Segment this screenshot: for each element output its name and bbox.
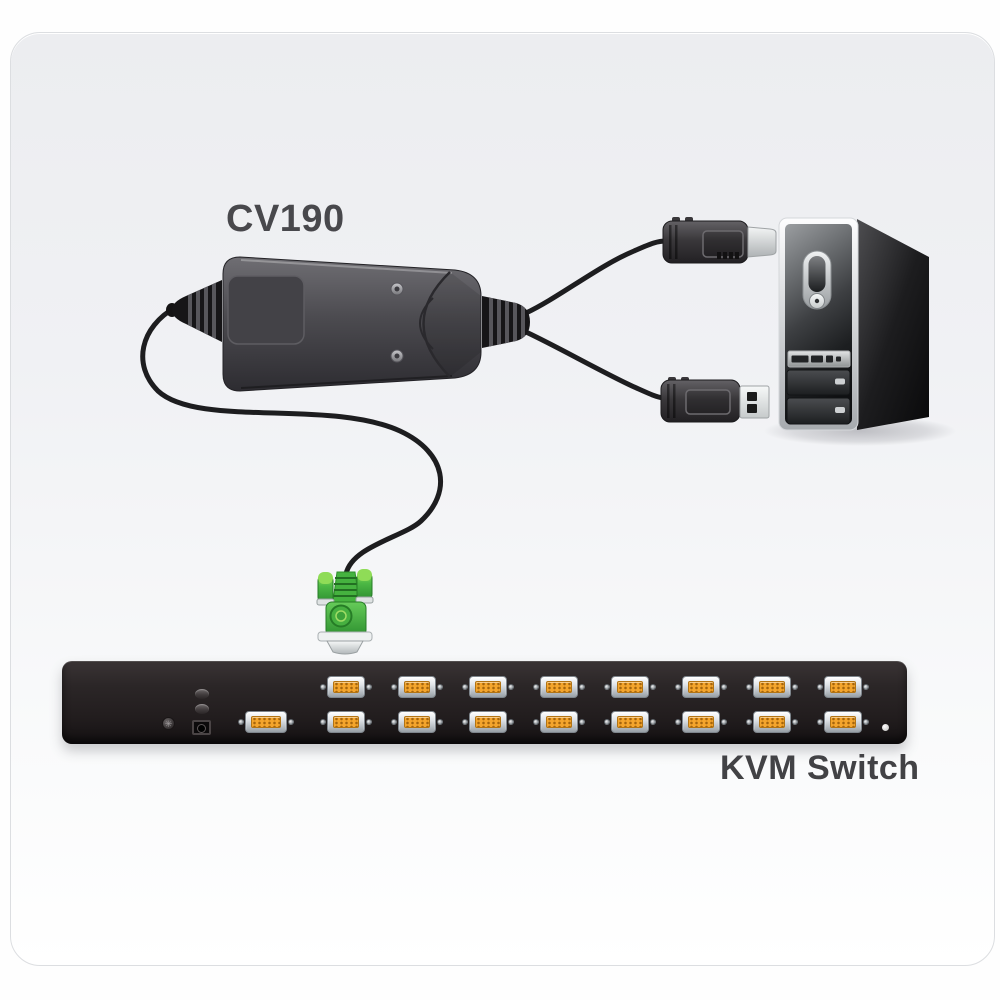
usb-connector-top (662, 217, 777, 264)
strain-relief-left (188, 282, 216, 342)
vga-port (462, 675, 514, 699)
kvm-switch-panel: ✳ (62, 661, 907, 744)
vga-port (391, 710, 443, 734)
vga-port (320, 710, 372, 734)
vga-metal-shell (326, 640, 364, 655)
pc-side-panel (857, 219, 929, 430)
vga-port (817, 710, 869, 734)
vga-port (817, 675, 869, 699)
vga-port (533, 675, 585, 699)
usb-metal-tip (747, 226, 777, 258)
cv190-adapter (166, 256, 530, 392)
kvm-oval-button-top (195, 689, 209, 699)
usb-connector-bottom (660, 377, 770, 423)
cable-to-usb-top (523, 238, 669, 316)
strain-relief-right (489, 298, 525, 348)
adapter-model-label: CV190 (226, 198, 345, 240)
pc-tower (764, 217, 956, 446)
adapter-screw-bottom (390, 349, 404, 363)
adapter-recess-panel (227, 275, 305, 345)
vga-metal-flange (317, 631, 373, 642)
pc-drive-bay-1 (786, 369, 851, 396)
vga-port (533, 710, 585, 734)
usb-metal-tip (739, 385, 770, 419)
kvm-power-jack (192, 720, 211, 735)
kvm-switch-label: KVM Switch (720, 749, 920, 787)
cable-to-vga (140, 304, 444, 577)
vga-port (320, 675, 372, 699)
kvm-console-vga-port (238, 710, 294, 734)
cable-to-usb-bottom (523, 329, 666, 401)
vga-port (604, 675, 656, 699)
power-led (882, 724, 889, 731)
kvm-oval-button-bottom (195, 704, 209, 714)
vga-port (675, 675, 727, 699)
vga-port (604, 710, 656, 734)
vga-port (746, 675, 798, 699)
vga-thumbscrew-left (316, 572, 335, 606)
adapter-screw-top (390, 282, 404, 296)
pc-drive-bay-2 (786, 397, 851, 425)
vga-port (391, 675, 443, 699)
vga-port (462, 710, 514, 734)
background-panel (10, 32, 995, 966)
ground-screw-icon: ✳ (162, 717, 175, 730)
vga-thumbscrew-right (355, 569, 374, 604)
vga-port (746, 710, 798, 734)
vga-port (675, 710, 727, 734)
vga-connector-green (316, 569, 374, 655)
